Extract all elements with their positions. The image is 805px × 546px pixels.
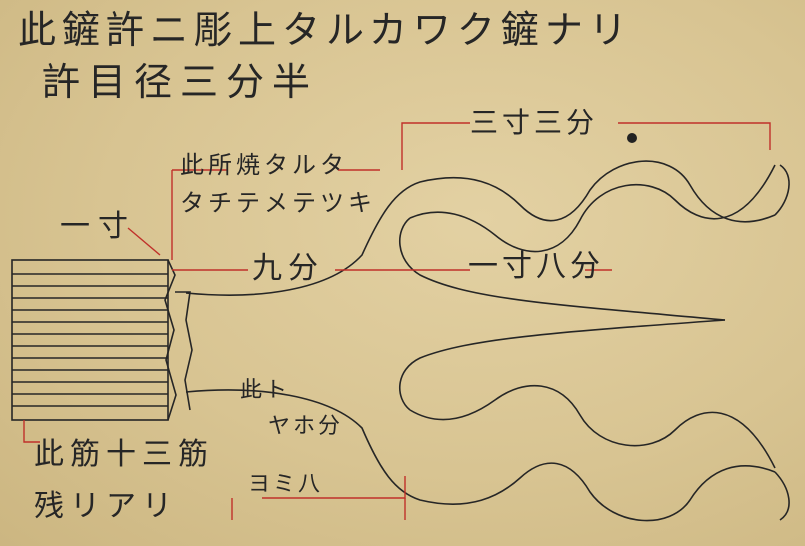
- tang-block: [11, 259, 193, 421]
- label-nine-bu: 九分: [252, 251, 324, 286]
- label-note-b: ヤホ分: [268, 414, 344, 439]
- label-three-sun-three-bu: 三寸三分: [470, 106, 599, 139]
- measure-lines: [23, 122, 771, 520]
- label-one-sun: 一寸: [60, 209, 136, 244]
- label-temper-sub: タチテメテツキ: [180, 189, 376, 217]
- label-note-c: ヨミ八: [248, 472, 324, 497]
- label-note-a: 此ト: [240, 378, 291, 403]
- header-line-2: 許目径三分半: [42, 60, 319, 104]
- label-remaining: 残リアリ: [34, 489, 178, 524]
- label-this-ridge: 此筋十三筋: [34, 437, 214, 472]
- blade-outline: [185, 160, 790, 522]
- header-line-1: 此鏟許ニ彫上タルカワク鏟ナリ: [18, 8, 633, 52]
- label-this-place-temper: 此所焼タルタ: [180, 151, 348, 179]
- ink-dot: [627, 133, 637, 143]
- label-one-sun-eight-bu: 一寸八分: [468, 249, 604, 284]
